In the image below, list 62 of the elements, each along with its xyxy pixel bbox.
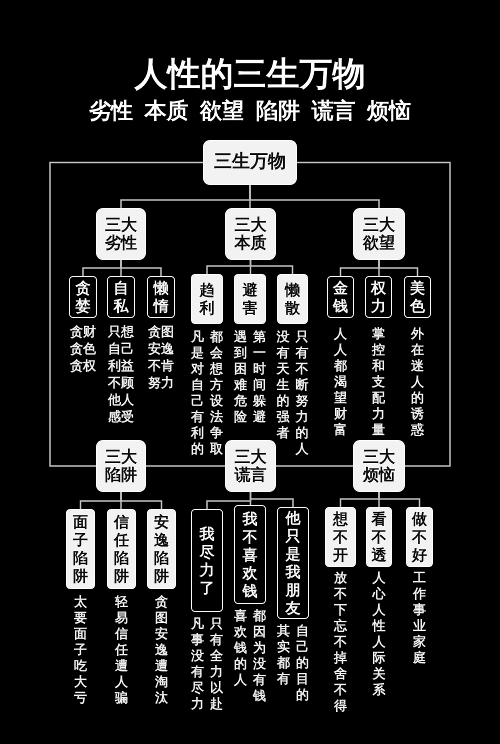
description-text: 凡事没有尽力 [190,617,205,713]
item-box: 信任陷阱 [107,509,136,589]
item-box: 自私 [107,276,135,318]
description-text: 工作事业家庭 [412,571,427,667]
item-box: 美色 [404,276,431,318]
description-text: 第一时间躲避 [252,330,267,426]
description-text: 遇到困难危险 [232,330,248,426]
description-text: 其实都有 [276,624,291,688]
description-text: 自己的目的 [295,624,310,704]
connector-line [276,465,353,467]
item-box: 懒惰 [147,276,175,318]
connector-line [250,260,294,274]
category-box: 三大烦恼 [353,440,405,492]
item-box: 做不好 [406,507,433,567]
category-box: 三大陷阱 [96,440,146,492]
description-text: 轻易信任遭人骗 [114,595,129,707]
item-box: 金钱 [327,276,354,318]
item-box: 我不喜欢钱 [234,505,266,604]
description-text: 都会想方设法争取 [208,330,224,458]
item-box: 我尽力了 [191,509,223,612]
connector-line [120,492,162,509]
description-text: 都因为没有钱 [252,609,267,705]
connector-line [250,492,294,507]
description-text: 掌控和支配力量 [370,327,386,439]
connector-line [146,465,225,467]
item-box: 避害 [234,274,266,324]
connector-line [49,162,203,467]
connector-line [249,185,380,208]
category-box: 三大欲望 [353,208,405,260]
item-box: 想不开 [325,507,356,567]
item-box: 面子陷阱 [66,509,95,589]
item-box: 他只是我朋友 [277,507,309,619]
description-text: 凡是对自己有利的 [190,330,205,458]
connector-line [120,260,162,276]
description-text: 只有全力以赴 [208,617,224,713]
item-box: 贪婪 [69,276,97,318]
description-text: 只有不断努力的人 [294,330,310,458]
category-box: 三大谎言 [225,440,276,492]
item-box: 趋利 [191,274,223,324]
description-text: 没有天生的强者 [275,330,290,442]
subtitle: 劣性 本质 欲望 陷阱 谎言 烦恼 [88,98,412,126]
connector-line [297,162,451,467]
item-box: 看不透 [366,507,392,567]
category-box: 三大本质 [225,208,276,260]
description-text: 放不下忘不掉舍不得 [332,571,348,715]
description-text: 喜欢钱的人 [232,609,248,689]
description-text: 人心人性人际关系 [371,571,387,699]
description-text: 只想自己利益不顾他人感受 [107,324,135,426]
description-text: 外在迷人的诱惑 [410,327,425,439]
description-text: 贪图安逸不肯努力 [147,324,175,392]
item-box: 安逸陷阱 [147,509,176,589]
connector-line [378,260,418,276]
item-box: 权力 [365,276,392,318]
item-box: 懒散 [277,274,308,324]
description-text: 贪图安逸遭淘汰 [154,595,169,707]
description-text: 人人都渴望财富 [332,327,348,439]
connector-line [378,492,420,507]
title: 人性的三生万物 [133,53,366,95]
description-text: 贪财贪色贪权 [69,324,97,375]
category-box: 三大劣性 [96,208,146,260]
title-box: 三生万物 [203,140,297,185]
description-text: 太要面子吃大亏 [72,595,88,707]
